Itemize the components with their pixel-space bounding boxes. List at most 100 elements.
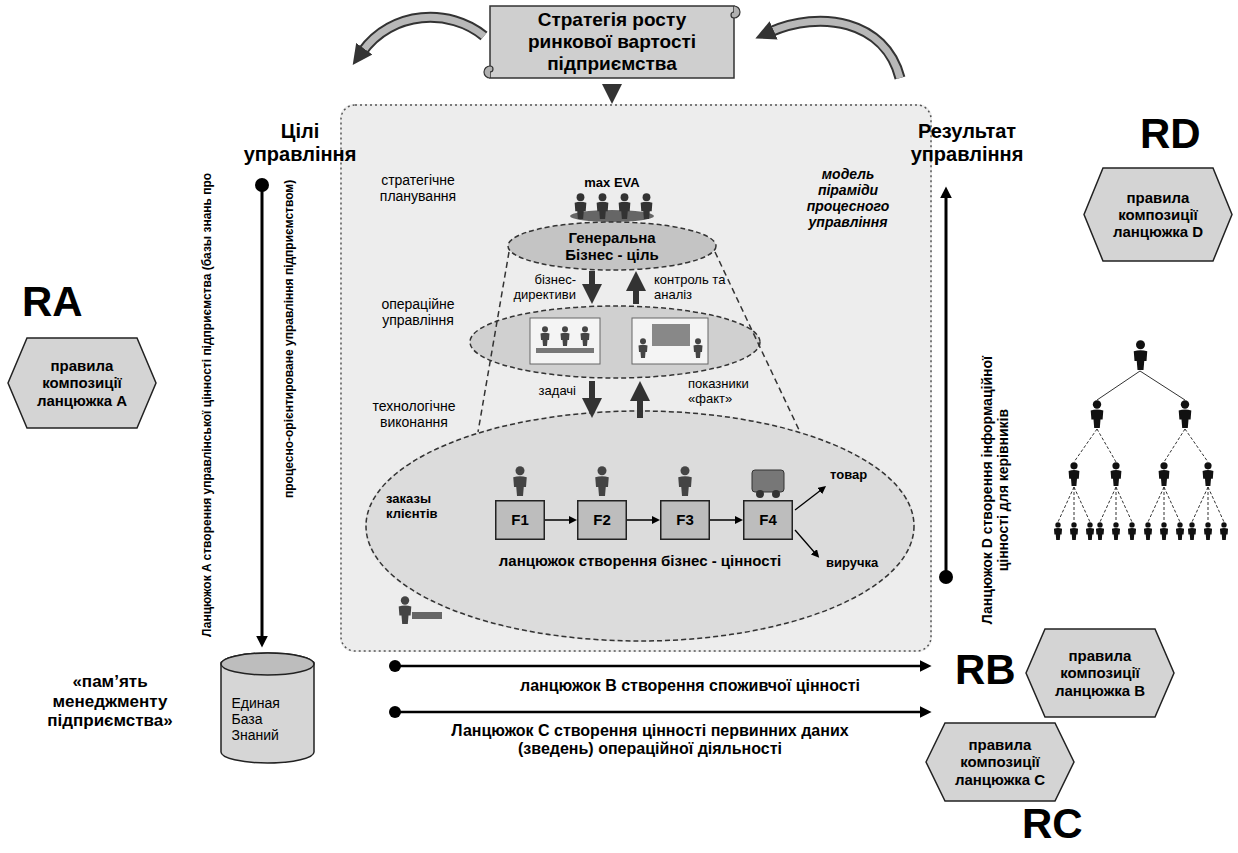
meeting-table bbox=[536, 348, 594, 353]
function-box: F1 bbox=[495, 500, 545, 540]
knowledge-base: Единая База Знаний «пам’ять менеджменту п… bbox=[20, 648, 320, 768]
value-chain-ellipse-area bbox=[365, 410, 915, 642]
node-text: Генеральна Бізнес - ціль bbox=[547, 229, 677, 264]
chain-label: процесно-орієнтироване управління підпри… bbox=[283, 180, 297, 498]
chain-b-arrow bbox=[395, 665, 922, 668]
output-label: виручка bbox=[826, 556, 878, 571]
person-icon bbox=[575, 193, 587, 219]
worker-icon bbox=[595, 466, 609, 496]
control-arrow bbox=[633, 287, 639, 304]
person-icon bbox=[561, 326, 570, 346]
illustration-part bbox=[1188, 522, 1196, 540]
illustration-part bbox=[1100, 487, 1116, 522]
worker-icon bbox=[513, 466, 527, 496]
node-heading: технологічне виконання bbox=[362, 398, 466, 430]
client-icon bbox=[399, 596, 412, 624]
goal-ellipse-area: Генеральна Бізнес - ціль bbox=[507, 221, 717, 271]
panel-border bbox=[341, 105, 931, 651]
illustration-part bbox=[1091, 400, 1104, 428]
chain-arrow bbox=[710, 519, 737, 521]
box-border bbox=[578, 501, 627, 540]
function-box: F2 bbox=[577, 500, 627, 540]
illustration-part bbox=[1179, 400, 1192, 428]
node-text: правила композиції ланцюжка A bbox=[32, 357, 132, 409]
operations-ellipse bbox=[470, 306, 760, 378]
box-border bbox=[744, 501, 793, 540]
function-box-area: F2 bbox=[577, 500, 627, 540]
photo-frame bbox=[632, 318, 708, 364]
rule-hexagon-area: правила композиції ланцюжка A bbox=[7, 337, 157, 429]
hexagon-border bbox=[8, 338, 156, 428]
function-box-area: F4 bbox=[743, 500, 793, 540]
chain-arrow bbox=[545, 519, 571, 521]
presentation-screen bbox=[652, 324, 690, 346]
person-icon bbox=[694, 338, 703, 358]
person-icon bbox=[541, 326, 550, 346]
node-heading: RC bbox=[1022, 800, 1083, 848]
person-icon bbox=[639, 338, 648, 358]
illustration-part bbox=[1208, 487, 1224, 522]
rule-hexagon-area: правила композиції ланцюжка D bbox=[1083, 167, 1233, 262]
node-text: Единая База Знаний bbox=[232, 695, 304, 743]
illustration-part bbox=[1164, 429, 1185, 462]
illustration-part bbox=[1134, 340, 1148, 370]
machine-icon bbox=[756, 490, 764, 498]
function-box-area: F1 bbox=[495, 500, 545, 540]
illustration-part bbox=[1070, 522, 1078, 540]
rule-hexagon: правила композиції ланцюжка CRC bbox=[920, 720, 1085, 850]
node-heading: «пам’ять менеджменту підприємства» bbox=[22, 672, 198, 731]
directive-arrow bbox=[589, 271, 595, 288]
illustration-part bbox=[1112, 522, 1120, 540]
chain-a-arrow bbox=[261, 185, 264, 638]
machine-icon bbox=[752, 470, 784, 492]
illustration-part bbox=[1111, 462, 1122, 486]
cylinder-body bbox=[221, 653, 314, 763]
node-text: правила композиції ланцюжка B bbox=[1050, 647, 1150, 699]
hexagon-border bbox=[1026, 629, 1174, 717]
org-chart-lines bbox=[1058, 371, 1224, 522]
chain-label: Ланцюжок A створення управлінської цінно… bbox=[201, 173, 215, 637]
result-caption: Результат управління bbox=[872, 120, 1062, 166]
output-label: товар bbox=[830, 468, 867, 483]
person-icon bbox=[619, 193, 631, 219]
illustration-part bbox=[1160, 522, 1168, 540]
result-curved-arrow bbox=[770, 21, 900, 78]
chain-label: ланцюжок B створення споживчої цінності bbox=[445, 677, 935, 695]
illustration-part bbox=[1144, 522, 1152, 540]
ellipse-border bbox=[366, 411, 914, 641]
illustration-part bbox=[1074, 487, 1075, 522]
node-text: правила композиції ланцюжка D bbox=[1108, 189, 1208, 241]
bigellipse-outline bbox=[365, 410, 915, 642]
result-curved-arrow bbox=[770, 21, 900, 78]
illustration-part bbox=[1208, 487, 1209, 522]
hexagon-border bbox=[926, 723, 1074, 801]
illustration-part bbox=[1185, 429, 1208, 462]
goal-caption: Цілі управління bbox=[225, 120, 375, 166]
value-chain-ellipse: ланцюжок створення бізнес - цінностіF1F2… bbox=[365, 410, 915, 642]
illustration-part bbox=[1116, 487, 1117, 522]
goal-ellipse: Генеральна Бізнес - ціль bbox=[507, 222, 717, 270]
metric-label: max EVA bbox=[560, 176, 664, 191]
rule-hexagon-area: правила композиції ланцюжка C bbox=[925, 722, 1075, 802]
chain-c-arrow bbox=[395, 711, 922, 714]
node-text: F1 bbox=[511, 511, 529, 528]
person-icon bbox=[641, 193, 653, 219]
illustration-part bbox=[1164, 487, 1180, 522]
illustration-part bbox=[1128, 522, 1136, 540]
illustration-part bbox=[1164, 487, 1165, 522]
chain-arrow bbox=[627, 519, 654, 521]
illustration-part bbox=[1097, 371, 1140, 400]
goal-curved-arrow bbox=[362, 17, 484, 52]
illustration-part bbox=[1220, 522, 1228, 540]
illustration-part bbox=[1054, 522, 1062, 540]
hexagon-border bbox=[1084, 168, 1232, 261]
person-icon bbox=[581, 326, 590, 346]
goal-curved-arrow bbox=[362, 17, 484, 52]
rule-hexagon: правила композиції ланцюжка ARA bbox=[5, 272, 160, 432]
illustration-part bbox=[1086, 522, 1094, 540]
illustration-part bbox=[1140, 371, 1185, 400]
illustration-part bbox=[1096, 522, 1104, 540]
node-heading: модель піраміди процесного управління bbox=[790, 166, 906, 230]
illustration-part bbox=[1097, 429, 1116, 462]
